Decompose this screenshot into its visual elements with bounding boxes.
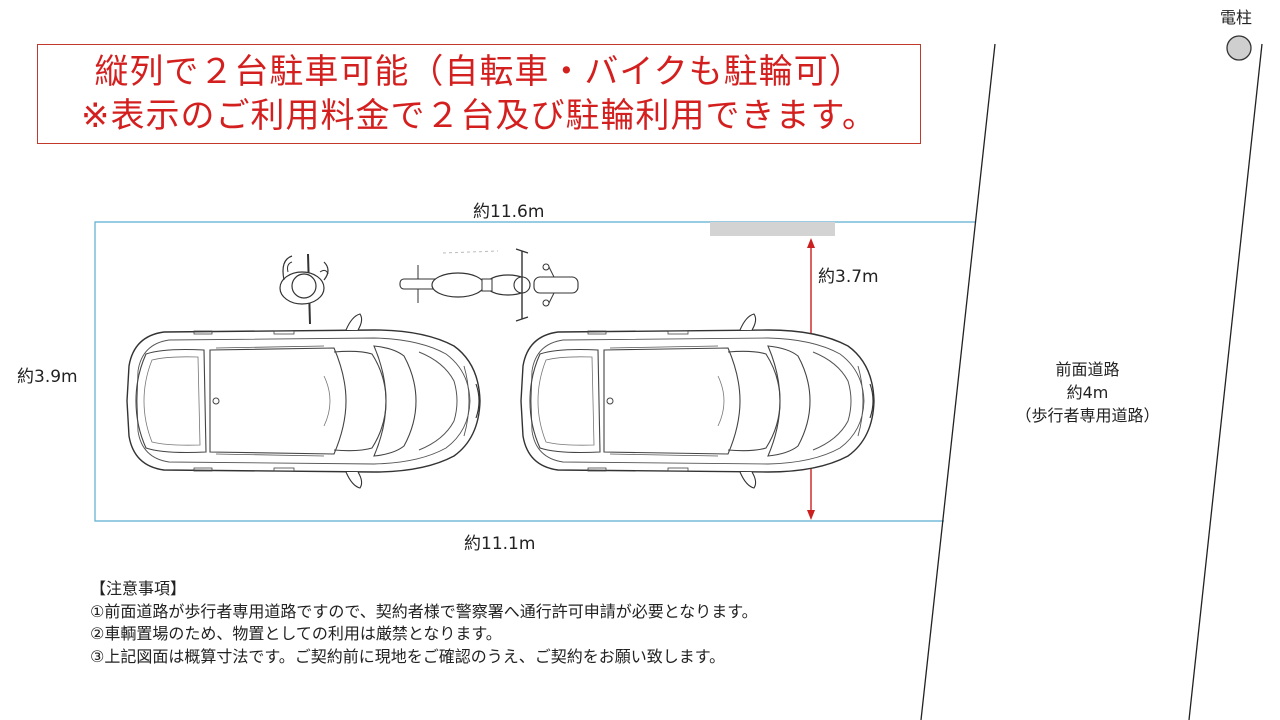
motorcycle-icon: [399, 248, 579, 322]
note-item: ③上記図面は概算寸法です。ご契約前に現地をご確認のうえ、ご契約をお願い致します。: [90, 646, 726, 666]
left-depth-label: 約3.9m: [17, 367, 78, 387]
front-road-label: 前面道路 約4m （歩行者専用道路）: [1010, 358, 1165, 427]
headline-line-2: ※表示のご利用料金で２台及び駐輪利用できます。: [80, 96, 878, 136]
top-width-label: 約11.6m: [473, 202, 545, 222]
car-icon: [520, 313, 875, 489]
bottom-width-label: 約11.1m: [464, 534, 536, 554]
bicycle-rider-icon: [279, 253, 329, 325]
utility-pole-icon: [1226, 35, 1252, 61]
road-name: 前面道路: [1055, 360, 1120, 379]
notes-section: 【注意事項】 ①前面道路が歩行者専用道路ですので、契約者様で警察署へ通行許可申請…: [90, 578, 758, 668]
road-width: 約4m: [1066, 383, 1109, 402]
inner-depth-label: 約3.7m: [818, 267, 879, 287]
obstacle-block: [710, 222, 835, 236]
notes-heading: 【注意事項】: [90, 579, 187, 598]
road-type: （歩行者専用道路）: [1015, 406, 1160, 425]
road-boundary-right: [1188, 43, 1263, 720]
note-item: ①前面道路が歩行者専用道路ですので、契約者様で警察署へ通行許可申請が必要となりま…: [90, 601, 758, 621]
headline-line-1: 縦列で２台駐車可能（自転車・バイクも駐輪可）: [94, 52, 864, 92]
utility-pole-label: 電柱: [1220, 8, 1253, 27]
road-boundary-left: [920, 43, 996, 720]
car-icon: [126, 313, 481, 489]
note-item: ②車輌置場のため、物置としての利用は厳禁となります。: [90, 624, 502, 643]
headline-box: 縦列で２台駐車可能（自転車・バイクも駐輪可） ※表示のご利用料金で２台及び駐輪利…: [37, 44, 921, 144]
parking-lot-outline: [94, 221, 976, 522]
